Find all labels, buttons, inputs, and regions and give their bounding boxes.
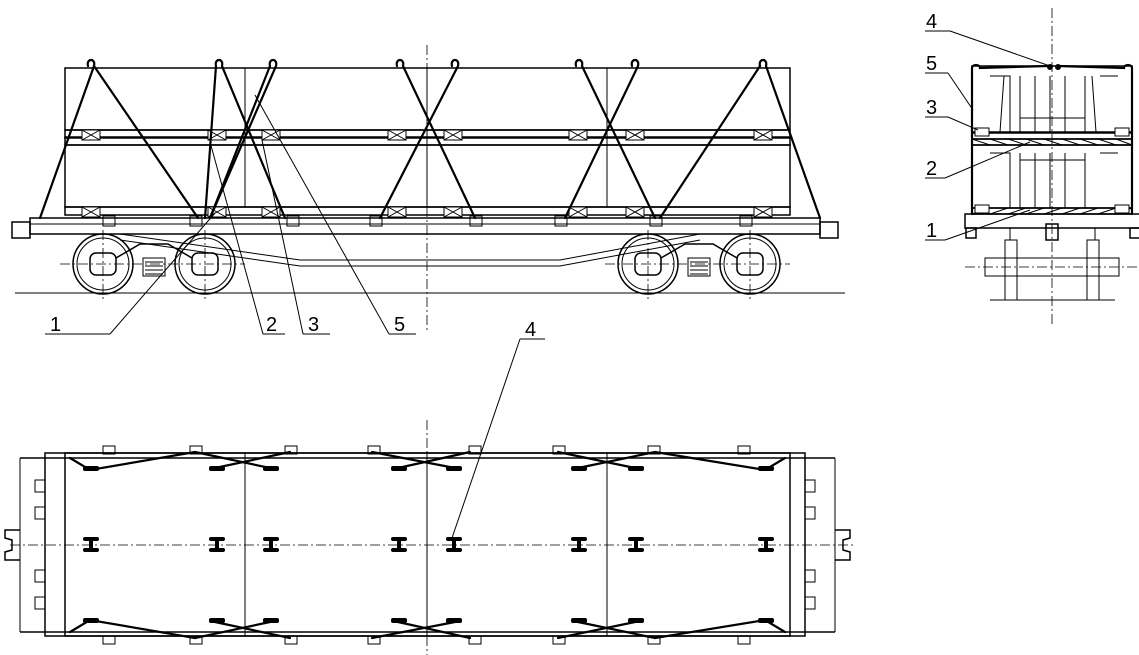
callout-3-end: 3: [926, 97, 937, 119]
callout-4-end: 4: [926, 11, 937, 33]
callout-3-side: 3: [308, 314, 319, 336]
bogie-right: [605, 230, 790, 300]
callout-4-top: 4: [525, 319, 536, 341]
leaders-side: [45, 94, 416, 335]
anchors-plan: [83, 466, 774, 623]
callout-5-side: 5: [394, 314, 405, 336]
callout-1-side: 1: [50, 314, 61, 336]
twist-clamps: [83, 537, 774, 552]
platform-car: [11, 215, 839, 267]
wire-tiedowns-plan: [68, 450, 787, 640]
top-view: 4: [4, 319, 855, 655]
end-view: 4 5 3 2 1: [925, 8, 1139, 325]
bogie-left: [60, 230, 245, 300]
side-view: 1 2 3 5: [11, 45, 845, 336]
pads: [81, 129, 773, 218]
callout-2-side: 2: [266, 314, 277, 336]
callout-1-end: 1: [926, 220, 937, 242]
wire-tiedowns: [38, 58, 822, 220]
callout-2-end: 2: [926, 158, 937, 180]
callout-5-end: 5: [926, 53, 937, 75]
spacer-boards: [64, 129, 791, 216]
